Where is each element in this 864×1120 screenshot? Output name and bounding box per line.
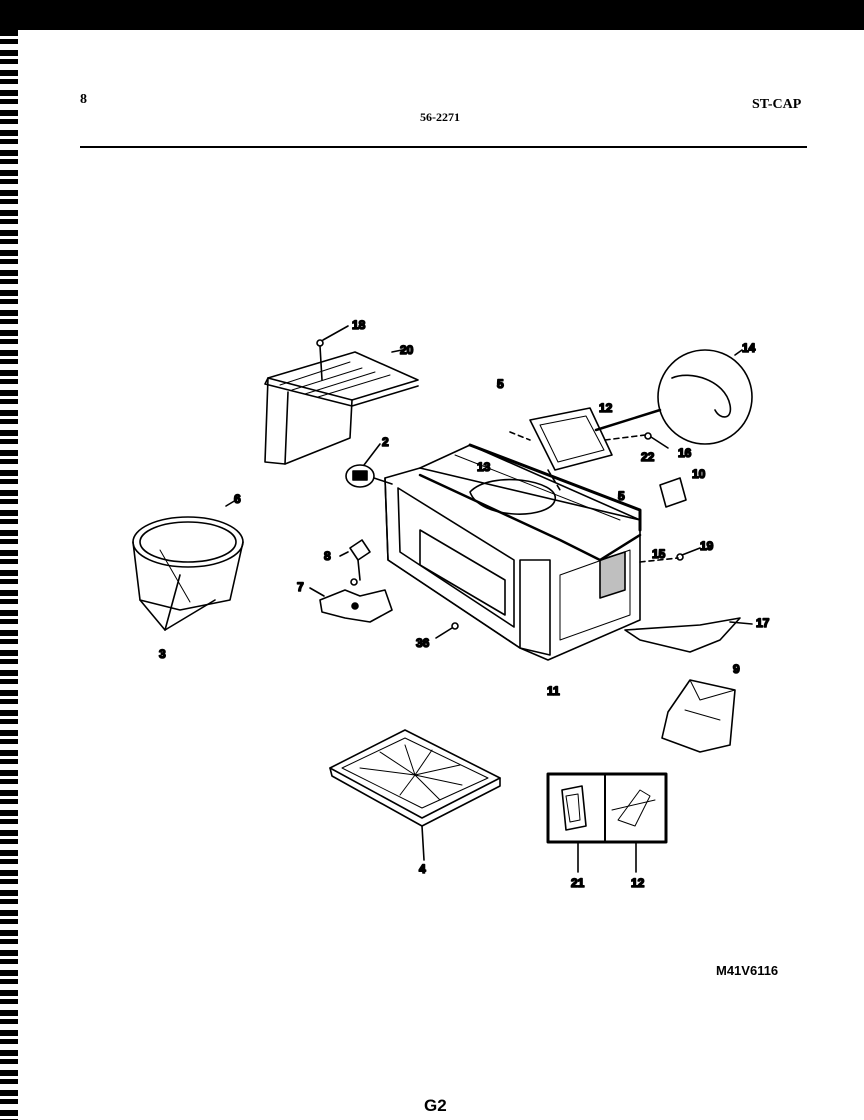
- diagram-page: [18, 30, 864, 1120]
- callout-19: 19: [700, 539, 714, 553]
- callout-12-bottom: 12: [631, 876, 645, 890]
- footer-page-code: G2: [424, 1096, 447, 1115]
- header-rule: [80, 146, 807, 148]
- callout-3: 3: [159, 647, 166, 661]
- model-number: 56-2271: [420, 110, 460, 124]
- callout-11: 11: [547, 684, 560, 698]
- callout-13: 13: [477, 460, 491, 474]
- scan-edge-strip: [0, 30, 18, 1120]
- callout-21: 21: [571, 876, 585, 890]
- callout-9: 9: [733, 662, 740, 676]
- callout-18: 18: [352, 318, 366, 332]
- callout-10: 10: [692, 467, 706, 481]
- callout-22: 22: [641, 450, 655, 464]
- callout-16: 16: [678, 446, 692, 460]
- callout-7: 7: [297, 580, 304, 594]
- part-accessory-box: [546, 772, 668, 873]
- callout-8: 8: [324, 549, 331, 563]
- callout-17: 17: [756, 616, 770, 630]
- part-cabinet: [384, 443, 642, 661]
- part-top-cover: [264, 325, 419, 465]
- page-number: 8: [80, 92, 87, 107]
- callout-12-top: 12: [599, 401, 613, 415]
- callout-14: 14: [742, 341, 756, 355]
- part-tray: [329, 729, 501, 861]
- callout-6: 6: [234, 492, 241, 506]
- part-small-brackets: [624, 477, 753, 753]
- callout-20: 20: [400, 343, 414, 357]
- section-code: ST-CAP: [752, 97, 802, 112]
- callout-5-right: 5: [618, 489, 625, 503]
- callout-2: 2: [382, 435, 389, 449]
- part-motor-fan: [309, 539, 393, 623]
- part-filter-cylinder: [132, 499, 244, 631]
- callout-36: 36: [416, 636, 430, 650]
- callout-4: 4: [419, 862, 426, 876]
- diagram-code: M41V6116: [716, 963, 779, 978]
- part-screw: [435, 622, 459, 639]
- part-detail-circle: [657, 349, 753, 445]
- part-round-fuse: [345, 443, 393, 488]
- callout-5-top: 5: [497, 377, 504, 391]
- part-rear-bracket: [509, 407, 669, 491]
- callout-15: 15: [652, 547, 666, 561]
